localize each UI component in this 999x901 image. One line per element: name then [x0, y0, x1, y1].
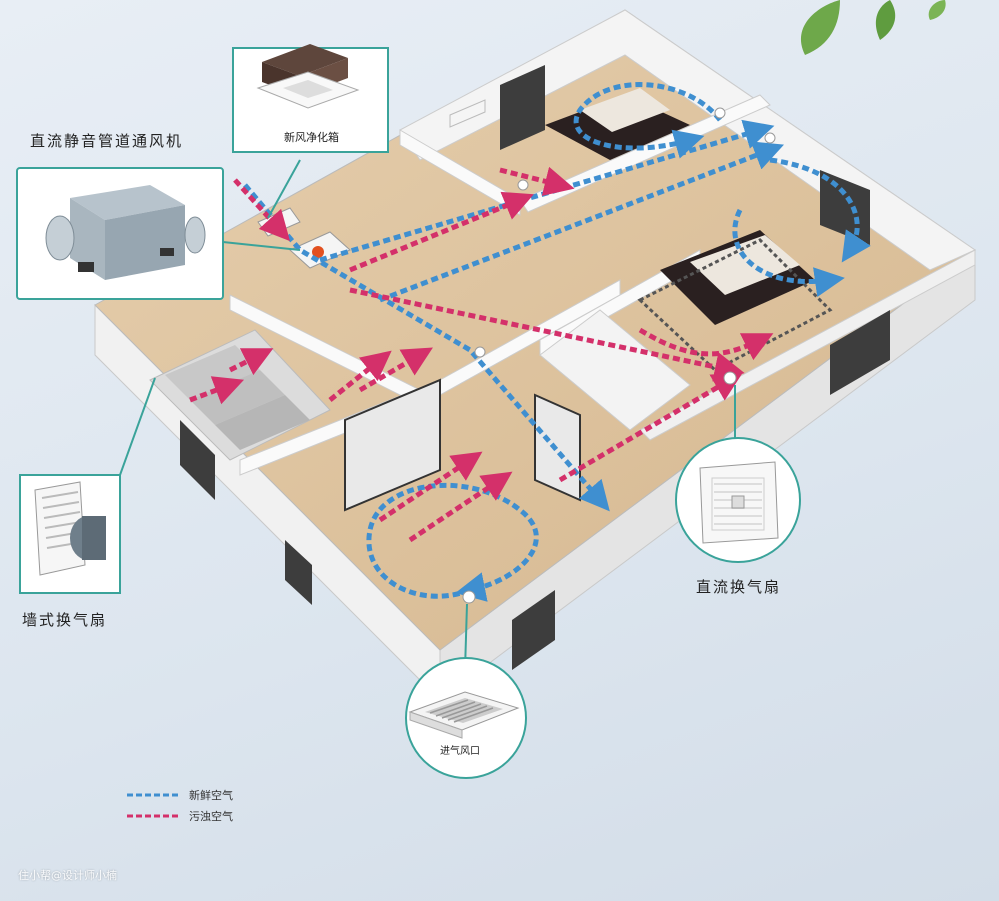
wall-fan-icon	[34, 481, 106, 576]
watermark: 住小帮@设计师小楠	[18, 869, 117, 882]
legend-dirty-air: 污浊空气	[189, 808, 233, 824]
fresh-air-box-label: 新风净化箱	[284, 131, 339, 144]
fresh-air-box-icon	[256, 44, 360, 109]
legend-fresh-air-text: 新鲜空气	[189, 789, 233, 802]
duct-fan-icon	[45, 185, 206, 280]
legend-symbols	[127, 793, 180, 818]
fresh-air-flow	[243, 82, 871, 602]
legend-fresh-air: 新鲜空气	[189, 787, 233, 803]
air-inlet-icon	[408, 691, 520, 739]
wall-exhaust-fan-callout	[19, 474, 121, 594]
dc-exhaust-fan-label: 直流换气扇	[696, 578, 782, 596]
ceiling-vents	[462, 107, 776, 604]
wall-exhaust-fan-label: 墙式换气扇	[22, 611, 108, 629]
fresh-air-box-callout	[232, 44, 389, 153]
dc-duct-fan-label: 直流静音管道通风机	[30, 132, 184, 150]
dc-exhaust-fan-callout	[675, 437, 801, 563]
leaf-decoration	[800, 0, 946, 55]
house-structure	[94, 9, 977, 702]
air-inlet-label: 进气风口	[440, 746, 480, 757]
dc-fan-icon	[699, 461, 779, 544]
dirty-air-flow	[189, 166, 774, 543]
air-inlet-callout	[405, 657, 527, 779]
legend-dirty-air-text: 污浊空气	[189, 810, 233, 823]
duct-fan-callout	[16, 167, 224, 300]
